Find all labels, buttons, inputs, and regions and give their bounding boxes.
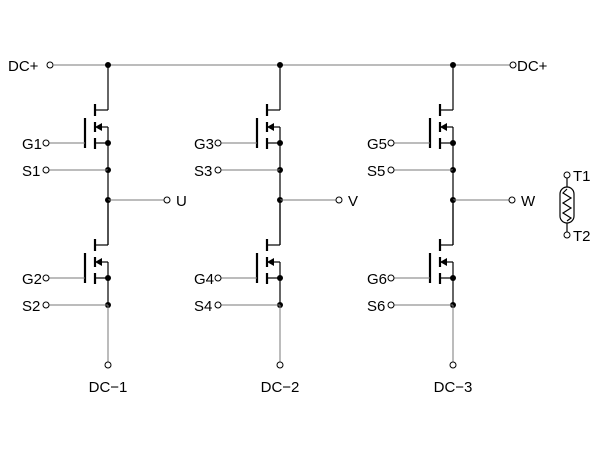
thermistor: T1 T2 [559,168,591,245]
leg-2-high-side-gate-terminal [214,139,222,147]
leg-3-high-side-kelvin-terminal [387,166,395,174]
leg-1-high-side-kelvin-terminal [42,166,50,174]
leg-1-output-terminal [163,196,171,204]
leg-2-low-side-kelvin-label: S4 [194,298,212,315]
leg-3-low-side-kelvin-terminal [387,301,395,309]
leg-1-dc-minus-terminal [104,361,112,369]
leg-1-low-side-kelvin-terminal [42,301,50,309]
leg-2-low-side-gate-label: G4 [194,271,214,288]
leg-2-high-side-gate-label: G3 [194,136,214,153]
leg-3-dc-minus-label: DC−3 [434,379,473,396]
leg-3-output-terminal [508,196,516,204]
leg-3-high-side-kelvin-label: S5 [367,163,385,180]
leg-3-dc-minus-terminal [449,361,457,369]
leg-1-high-side-gate-terminal [42,139,50,147]
leg-1-dc-minus-label: DC−1 [89,379,128,396]
leg-2-high-side-body-arrow [267,123,274,131]
leg-2-high-side-kelvin-terminal [214,166,222,174]
leg-1-low-side-gate-label: G2 [22,271,42,288]
leg-1-output-label: U [176,193,187,210]
leg-2-low-side-body-arrow [267,258,274,266]
leg-1-high-side-kelvin-label: S1 [22,163,40,180]
leg-3-high-side-gate-terminal [387,139,395,147]
leg-3-low-side-source-junction [450,275,456,281]
leg-3-low-side-kelvin-label: S6 [367,298,385,315]
leg-2-output-terminal [335,196,343,204]
leg-3-low-side-gate-label: G6 [367,271,387,288]
leg-2-dc-minus-label: DC−2 [261,379,300,396]
dc-plus-right-label: DC+ [517,58,548,75]
thermistor-zigzag [561,188,573,222]
leg-1-low-side-gate-terminal [42,274,50,282]
leg-1-high-side-source-junction [105,140,111,146]
leg-3-high-side-source-junction [450,140,456,146]
dc-plus-left-terminal [46,61,54,69]
leg-2-output-label: V [348,193,358,210]
leg-3-high-side-gate-label: G5 [367,136,387,153]
thermistor-t1-terminal [563,171,571,179]
leg-2-low-side-kelvin-terminal [214,301,222,309]
leg-2-dc-minus-terminal [276,361,284,369]
dc-plus-right-terminal [509,61,517,69]
leg-3-output-label: W [521,193,536,210]
leg-3-low-side-body-arrow [440,258,447,266]
leg-1-low-side-body-arrow [95,258,102,266]
leg-1-low-side-kelvin-label: S2 [22,298,40,315]
leg-2-high-side-kelvin-label: S3 [194,163,212,180]
leg-3-high-side-body-arrow [440,123,447,131]
leg-1-low-side-source-junction [105,275,111,281]
leg-2-high-side-source-junction [277,140,283,146]
leg-3-low-side-gate-terminal [387,274,395,282]
thermistor-t2-label: T2 [573,228,591,245]
leg-1-high-side-body-arrow [95,123,102,131]
leg-2-low-side-source-junction [277,275,283,281]
leg-2-low-side-gate-terminal [214,274,222,282]
thermistor-t1-label: T1 [573,168,591,185]
dc-plus-left-label: DC+ [8,58,39,75]
thermistor-t2-terminal [563,231,571,239]
leg-1-high-side-gate-label: G1 [22,136,42,153]
